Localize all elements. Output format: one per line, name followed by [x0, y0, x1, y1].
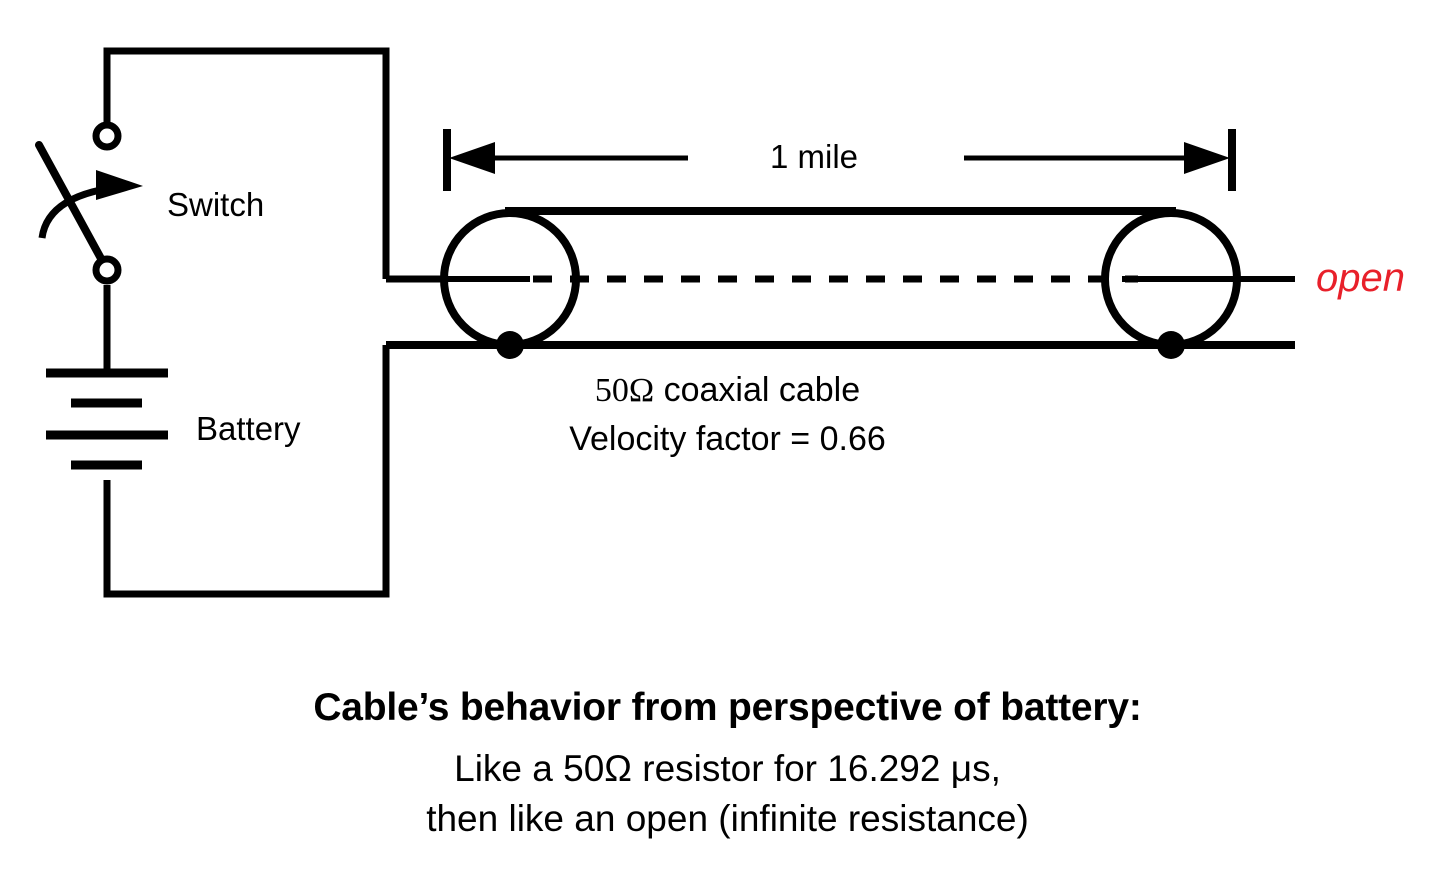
- coax-left-shield-junction-dot: [496, 331, 524, 359]
- cable-impedance-suffix: coaxial cable: [654, 371, 861, 409]
- coax-right-shield-junction-dot: [1157, 331, 1185, 359]
- caption-line-2: Like a 50Ω resistor for 16.292 μs,: [0, 748, 1455, 790]
- caption-line2-unit: μs: [940, 748, 991, 789]
- dimension-arrowhead-left: [449, 142, 495, 174]
- coaxial-cable: [386, 207, 1295, 359]
- caption-line2-impedance: 50Ω: [563, 748, 632, 789]
- battery-symbol: [46, 368, 168, 470]
- cable-velocity-note: Velocity factor = 0.66: [569, 420, 886, 458]
- switch-label: Switch: [167, 186, 265, 223]
- switch-blade[interactable]: [35, 141, 108, 268]
- caption-heading-row: Cable’s behavior from perspective of bat…: [0, 686, 1455, 730]
- dimension-arrowhead-right: [1184, 142, 1230, 174]
- caption-line2-time: 16.292: [827, 748, 941, 789]
- wire-bottom-battery-to-coax-shield: [103, 345, 390, 598]
- wire-top-switch-to-coax-center: [103, 47, 390, 279]
- caption-heading: Cable’s behavior from perspective of bat…: [313, 686, 1142, 729]
- caption-line3-text: then like an open (infinite resistance): [426, 798, 1029, 839]
- switch-symbol[interactable]: [35, 121, 143, 285]
- switch-terminal-top[interactable]: [92, 121, 122, 151]
- caption-line-3: then like an open (infinite resistance): [0, 798, 1455, 840]
- dimension-one-mile: [443, 129, 1236, 191]
- switch-terminal-bottom[interactable]: [92, 255, 122, 285]
- caption-line2-prefix: Like a: [454, 748, 564, 789]
- cable-impedance-value: 50Ω: [594, 372, 655, 409]
- caption-line2-mid: resistor for: [631, 748, 828, 789]
- caption-line2-suffix: ,: [990, 748, 1001, 789]
- cable-impedance-note: 50Ω coaxial cable: [0, 373, 1455, 408]
- battery-label: Battery: [196, 410, 301, 447]
- switch-arrow-head: [96, 170, 143, 200]
- open-end-label: open: [1316, 256, 1405, 300]
- cable-length-label: 1 mile: [770, 138, 859, 175]
